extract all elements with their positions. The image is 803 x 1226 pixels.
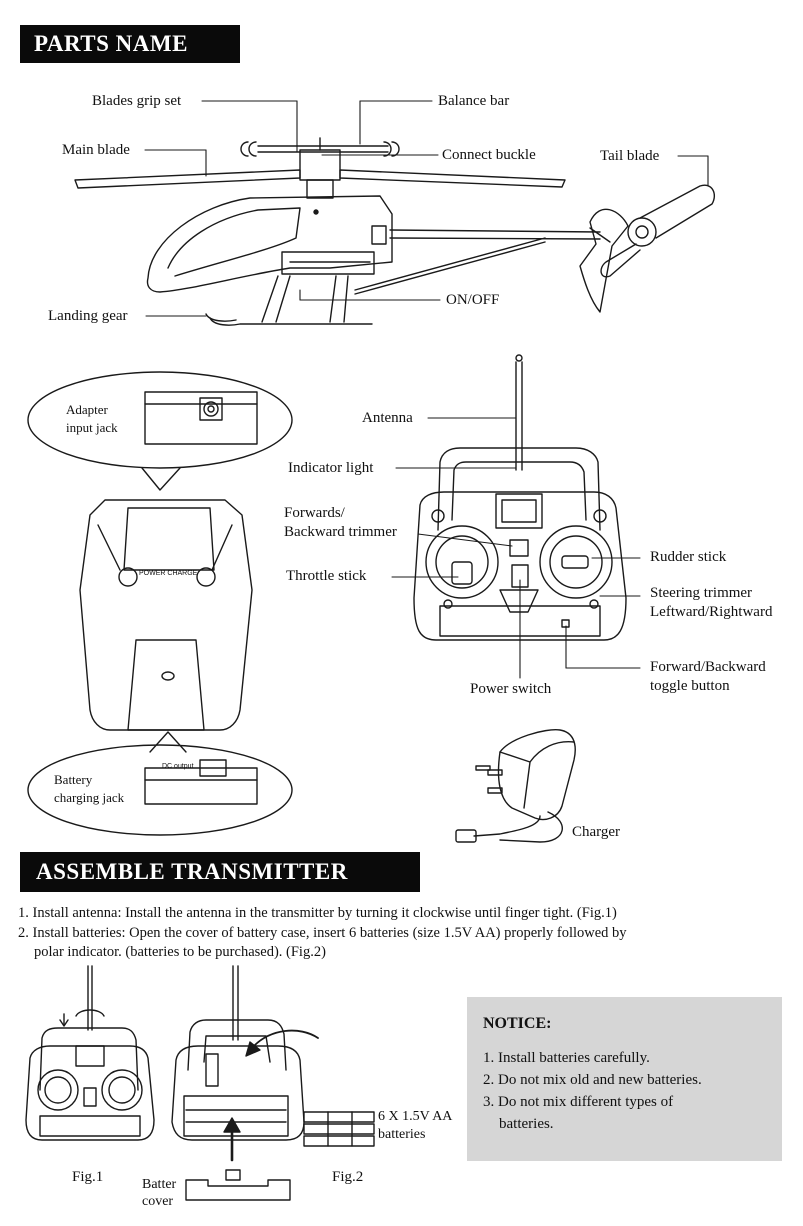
step-2: 2. Install batteries: Open the cover of … <box>18 925 627 941</box>
connect-buckle-label: Connect buckle <box>442 147 536 163</box>
on-off-label: ON/OFF <box>446 292 500 308</box>
fig2-caption: Fig.2 <box>332 1169 364 1185</box>
cover-label-1: Batter <box>142 1177 177 1192</box>
antenna-label: Antenna <box>362 410 413 426</box>
notice-item-2: 2. Do not mix old and new batteries. <box>483 1072 702 1088</box>
battery-label-line2: charging jack <box>54 790 125 805</box>
helicopter-drawing <box>74 137 716 326</box>
assemble-transmitter-heading: ASSEMBLE TRANSMITTER <box>20 852 420 892</box>
charger-box-drawing <box>27 371 293 836</box>
fig2-transmitter-drawing <box>171 965 375 1201</box>
fig1-transmitter-drawing <box>25 965 155 1141</box>
adapter-label-line2: input jack <box>66 420 118 435</box>
tail-blade-label: Tail blade <box>600 148 660 164</box>
indicator-light-label: Indicator light <box>288 460 374 476</box>
helicopter-leaders <box>144 100 709 317</box>
charger-face-text: POWER CHARGE <box>139 570 198 577</box>
batteries-label-2: batteries <box>378 1127 426 1142</box>
dc-output-text: DC output <box>162 763 194 770</box>
steering-trimmer-label-1: Steering trimmer <box>650 585 753 601</box>
fb-trimmer-label-2: Backward trimmer <box>284 524 397 540</box>
parts-name-heading: PARTS NAME <box>20 25 240 63</box>
notice-item-1: 1. Install batteries carefully. <box>483 1050 650 1066</box>
blades-grip-set-label: Blades grip set <box>92 93 182 109</box>
notice-box: NOTICE: 1. Install batteries carefully. … <box>467 997 782 1161</box>
battery-label-line1: Battery <box>54 772 93 787</box>
power-switch-label: Power switch <box>470 681 552 697</box>
rudder-stick-label: Rudder stick <box>650 549 727 565</box>
step-2-cont: polar indicator. (batteries to be purcha… <box>34 944 326 960</box>
batteries-label-1: 6 X 1.5V AA <box>378 1109 453 1124</box>
notice-title: NOTICE: <box>483 1015 552 1032</box>
toggle-button-label-1: Forward/Backward <box>650 659 766 675</box>
wall-charger-drawing <box>455 729 576 843</box>
step-1: 1. Install antenna: Install the antenna … <box>18 905 617 921</box>
cover-label-2: cover <box>142 1194 174 1209</box>
fig1-caption: Fig.1 <box>72 1169 104 1185</box>
landing-gear-label: Landing gear <box>48 308 128 324</box>
toggle-button-label-2: toggle button <box>650 678 730 694</box>
adapter-label-line1: Adapter <box>66 402 108 417</box>
main-blade-label: Main blade <box>62 142 130 158</box>
transmitter-leaders <box>391 417 641 679</box>
notice-item-3-cont: batteries. <box>499 1116 554 1132</box>
steering-trimmer-label-2: Leftward/Rightward <box>650 604 773 620</box>
notice-item-3: 3. Do not mix different types of <box>483 1094 674 1110</box>
charger-label: Charger <box>572 824 621 840</box>
balance-bar-label: Balance bar <box>438 93 510 109</box>
fb-trimmer-label-1: Forwards/ <box>284 505 345 521</box>
throttle-stick-label: Throttle stick <box>286 568 367 584</box>
